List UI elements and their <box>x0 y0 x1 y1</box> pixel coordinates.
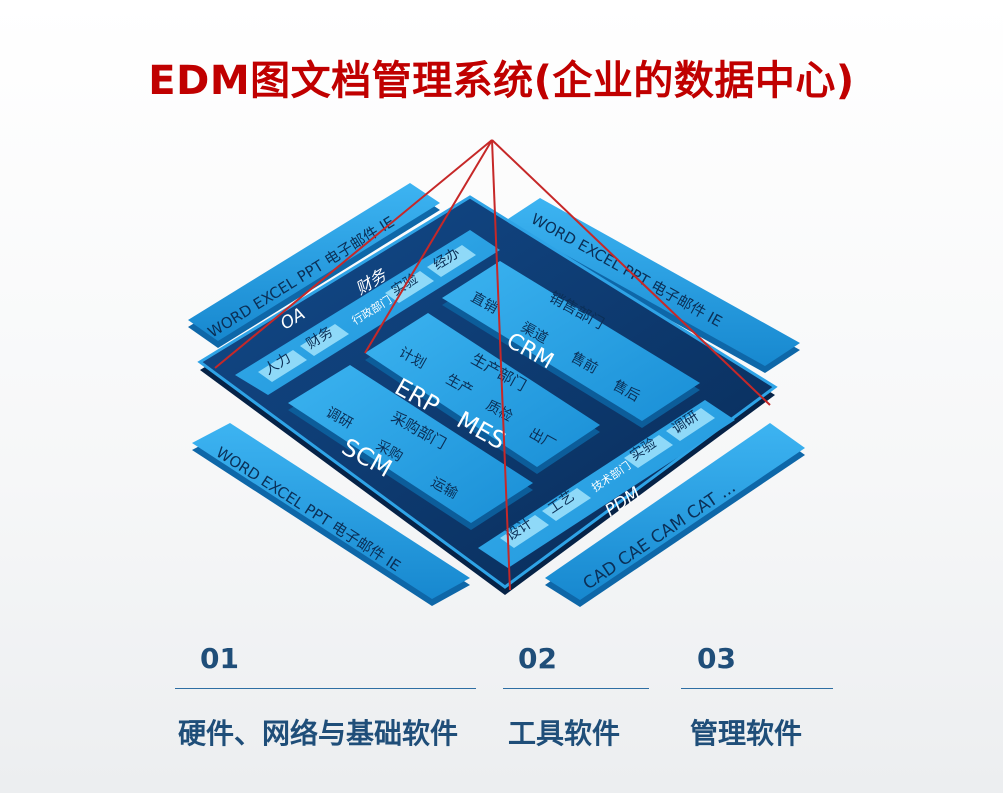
section-3-caption: 管理软件 <box>690 717 803 750</box>
pdm-module: PDM 设计 工艺 技术部门 实验 调研 <box>478 400 735 568</box>
pdm-cell-1 <box>542 488 591 521</box>
page-title: EDM图文档管理系统(企业的数据中心) <box>148 58 855 104</box>
section-2-number: 02 <box>518 642 557 675</box>
oa-cell-3 <box>385 271 434 303</box>
scm-module: SCM 采购部门 调研 采购 运输 <box>288 365 533 530</box>
oa-cell-4 <box>427 245 476 277</box>
pdm-cell-4 <box>666 408 715 441</box>
section-3-rule <box>681 688 833 689</box>
oa-cell-1 <box>300 324 349 356</box>
edm-isometric-diagram: WORD EXCEL PPT 电子邮件 IE WORD EXCEL PPT 电子… <box>188 139 805 607</box>
oa-module: OA 财务 人力 财务 行政部门 实验 经办 <box>235 230 500 395</box>
pdm-cell-3 <box>624 435 673 468</box>
section-1-caption: 硬件、网络与基础软件 <box>178 717 459 750</box>
pdm-cell-0 <box>500 515 549 548</box>
crm-module: CRM 销售部门 直销 渠道 售前 售后 <box>442 261 700 428</box>
section-1-number: 01 <box>200 642 239 675</box>
section-2-rule <box>503 688 649 689</box>
oa-cell-0 <box>258 350 307 382</box>
erp-mes-module: ERP MES 生产部门 计划 生产 质检 出厂 <box>365 313 600 474</box>
section-3-number: 03 <box>697 642 736 675</box>
pyramid-lines <box>214 139 771 591</box>
section-1-rule <box>175 688 476 689</box>
section-2-caption: 工具软件 <box>508 717 621 750</box>
